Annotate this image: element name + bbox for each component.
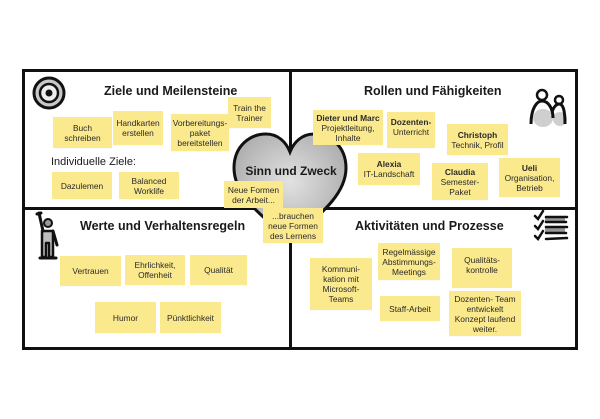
note-text: Dazulemen: [60, 180, 104, 191]
sticky-note[interactable]: Dozenten- Team entwickelt Konzept laufen…: [449, 291, 521, 336]
sticky-note[interactable]: Dazulemen: [52, 172, 112, 199]
quadrant-title-roles: Rollen und Fähigkeiten: [364, 84, 502, 98]
sticky-note[interactable]: ...brauchen neue Formen des Lernens: [263, 208, 323, 243]
note-name: Dozenten-: [390, 117, 432, 127]
note-text: Qualitäts- kontrolle: [464, 255, 500, 275]
note-text: Projektleitung, Inhalte: [321, 122, 375, 143]
sticky-note[interactable]: Humor: [95, 302, 156, 333]
sticky-note[interactable]: Train the Trainer: [228, 97, 271, 128]
quadrant-title-goals: Ziele und Meilensteine: [104, 84, 238, 98]
sticky-note[interactable]: Vertrauen: [60, 256, 121, 286]
note-name: Claudia: [444, 166, 476, 177]
note-text: Neue Formen der Arbeit...: [227, 184, 280, 205]
people-icon: [529, 88, 567, 127]
note-name: Dieter und Marc: [316, 112, 380, 123]
sticky-note[interactable]: Neue Formen der Arbeit...: [224, 181, 283, 208]
note-text: ...brauchen neue Formen des Lernens: [268, 210, 318, 241]
note-text: Pünktlichkeit: [166, 312, 214, 323]
note-text: Vorbereitungs- paket bereitstellen: [172, 117, 228, 148]
note-text: Balanced Worklife: [131, 175, 167, 196]
note-text: Dozenten- Team entwickelt Konzept laufen…: [454, 293, 516, 334]
sticky-note[interactable]: Vorbereitungs- paket bereitstellen: [171, 114, 229, 151]
note-text: Vertrauen: [72, 266, 109, 276]
note-text: Unterricht: [392, 127, 430, 137]
note-text: Technik, Profil: [451, 139, 504, 150]
sticky-note[interactable]: Pünktlichkeit: [160, 302, 221, 333]
sticky-note[interactable]: Qualität: [190, 255, 247, 285]
quadrant-title-values: Werte und Verhaltensregeln: [80, 219, 246, 233]
sticky-note[interactable]: Dozenten-Unterricht: [387, 112, 435, 148]
sticky-note[interactable]: Staff-Arbeit: [380, 296, 440, 321]
note-text: Regelmässige Abstimmungs- Meetings: [382, 246, 436, 277]
note-text: Train the Trainer: [233, 102, 266, 123]
sticky-note[interactable]: Handkarten erstellen: [113, 111, 163, 145]
quadrant-title-activities: Aktivitäten und Prozesse: [355, 219, 504, 233]
checklist-icon: [533, 210, 569, 241]
note-text: Qualität: [204, 265, 233, 275]
note-text: Buch schreiben: [64, 122, 101, 143]
sticky-note[interactable]: Regelmässige Abstimmungs- Meetings: [378, 243, 440, 280]
sticky-note[interactable]: Qualitäts- kontrolle: [452, 248, 512, 288]
individual-goals-label: Individuelle Ziele:: [51, 156, 136, 168]
note-name: Alexia: [376, 159, 402, 169]
note-text: Semester- Paket: [440, 176, 480, 197]
note-text: Humor: [112, 312, 139, 323]
statue-icon: [35, 211, 59, 260]
note-text: Kommuni- kation mit Microsoft- Teams: [321, 264, 361, 304]
note-name: Ueli: [521, 162, 538, 173]
sticky-note[interactable]: Ehrlichkeit, Offenheit: [125, 255, 185, 285]
note-text: IT-Landschaft: [363, 169, 415, 179]
note-text: Ehrlichkeit, Offenheit: [134, 260, 176, 280]
note-name: Christoph: [457, 129, 498, 140]
center-title: Sinn und Zweck: [245, 164, 337, 178]
note-text: Organisation, Betrieb: [504, 172, 555, 193]
target-icon: [32, 76, 66, 110]
sticky-note[interactable]: Balanced Worklife: [119, 172, 179, 199]
note-text: Handkarten erstellen: [116, 118, 160, 138]
sticky-note[interactable]: Buch schreiben: [53, 117, 112, 148]
sticky-note[interactable]: Kommuni- kation mit Microsoft- Teams: [310, 258, 372, 310]
note-text: Staff-Arbeit: [389, 303, 431, 314]
